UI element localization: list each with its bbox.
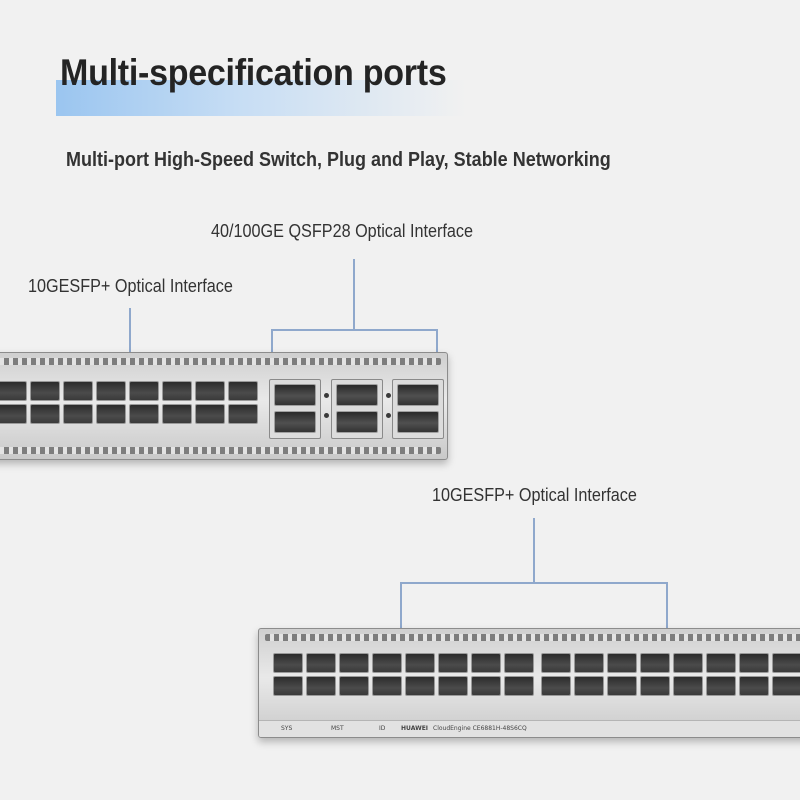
sfp-port xyxy=(0,404,27,424)
sfp-port-grid-right xyxy=(541,653,800,696)
sfp-port-grid-left xyxy=(273,653,534,696)
status-led xyxy=(324,393,329,398)
qsfp-cage-3 xyxy=(392,379,444,439)
sfp-port xyxy=(673,676,703,696)
qsfp-port xyxy=(397,411,439,433)
mst-indicator-label: MST xyxy=(331,725,344,732)
sfp-port xyxy=(228,404,258,424)
qsfp-port xyxy=(274,384,316,406)
sfp-port xyxy=(63,381,93,401)
status-led xyxy=(386,393,391,398)
sfp-port xyxy=(607,653,637,673)
label-sfp-interface-top: 10GESFP+ Optical Interface xyxy=(28,276,233,296)
vent-strip xyxy=(0,358,441,365)
sfp-port xyxy=(162,381,192,401)
sfp-port xyxy=(471,653,501,673)
sfp-port xyxy=(706,653,736,673)
headline: Multi-specification ports xyxy=(60,52,447,93)
sfp-port xyxy=(739,676,769,696)
sfp-port xyxy=(273,653,303,673)
qsfp-port xyxy=(336,411,378,433)
qsfp-port xyxy=(397,384,439,406)
front-label-strip: SYS MST ID HUAWEI CloudEngine CE6881H-48… xyxy=(259,720,800,737)
callout-qsfp-bracket xyxy=(271,329,438,352)
sfp-port xyxy=(504,653,534,673)
sfp-port xyxy=(739,653,769,673)
sfp-port xyxy=(162,404,192,424)
model-label: CloudEngine CE6881H-48S6CQ xyxy=(433,725,527,732)
id-indicator-label: ID xyxy=(379,725,386,732)
sfp-port xyxy=(607,676,637,696)
sfp-port xyxy=(96,381,126,401)
sfp-port-grid-top xyxy=(0,381,258,424)
sfp-port xyxy=(0,381,27,401)
sfp-port xyxy=(339,676,369,696)
sfp-port xyxy=(405,676,435,696)
sys-indicator-label: SYS xyxy=(281,725,293,732)
sfp-port xyxy=(129,381,159,401)
sfp-port xyxy=(372,653,402,673)
headline-highlight xyxy=(56,80,466,116)
label-sfp-interface-bottom: 10GESFP+ Optical Interface xyxy=(432,485,637,505)
vent-strip xyxy=(265,634,800,641)
sfp-port xyxy=(30,404,60,424)
sfp-port xyxy=(504,676,534,696)
sfp-port xyxy=(96,404,126,424)
sfp-port xyxy=(273,676,303,696)
sfp-port xyxy=(195,381,225,401)
sfp-port xyxy=(574,653,604,673)
sfp-port xyxy=(673,653,703,673)
qsfp-port xyxy=(274,411,316,433)
sfp-port xyxy=(541,653,571,673)
sfp-port xyxy=(772,653,800,673)
sfp-port xyxy=(438,676,468,696)
sfp-port xyxy=(129,404,159,424)
brand-label: HUAWEI xyxy=(401,725,429,732)
qsfp-cage-1 xyxy=(269,379,321,439)
sfp-port xyxy=(195,404,225,424)
label-qsfp-interface: 40/100GE QSFP28 Optical Interface xyxy=(211,221,474,241)
qsfp-port xyxy=(336,384,378,406)
switch-front-view: SYS MST ID HUAWEI CloudEngine CE6881H-48… xyxy=(258,628,800,738)
qsfp-cage-2 xyxy=(331,379,383,439)
sfp-port xyxy=(306,676,336,696)
sfp-port xyxy=(471,676,501,696)
sfp-port xyxy=(372,676,402,696)
sfp-port xyxy=(63,404,93,424)
vent-strip xyxy=(0,447,441,454)
sfp-port xyxy=(706,676,736,696)
sfp-port xyxy=(640,653,670,673)
sfp-port xyxy=(228,381,258,401)
sfp-port xyxy=(438,653,468,673)
sfp-port xyxy=(306,653,336,673)
subtitle: Multi-port High-Speed Switch, Plug and P… xyxy=(66,149,611,171)
sfp-port xyxy=(405,653,435,673)
status-led xyxy=(324,413,329,418)
status-led xyxy=(386,413,391,418)
switch-top-view xyxy=(0,352,448,460)
sfp-port xyxy=(339,653,369,673)
sfp-port xyxy=(772,676,800,696)
sfp-port xyxy=(640,676,670,696)
sfp-port xyxy=(541,676,571,696)
sfp-port xyxy=(574,676,604,696)
sfp-port xyxy=(30,381,60,401)
